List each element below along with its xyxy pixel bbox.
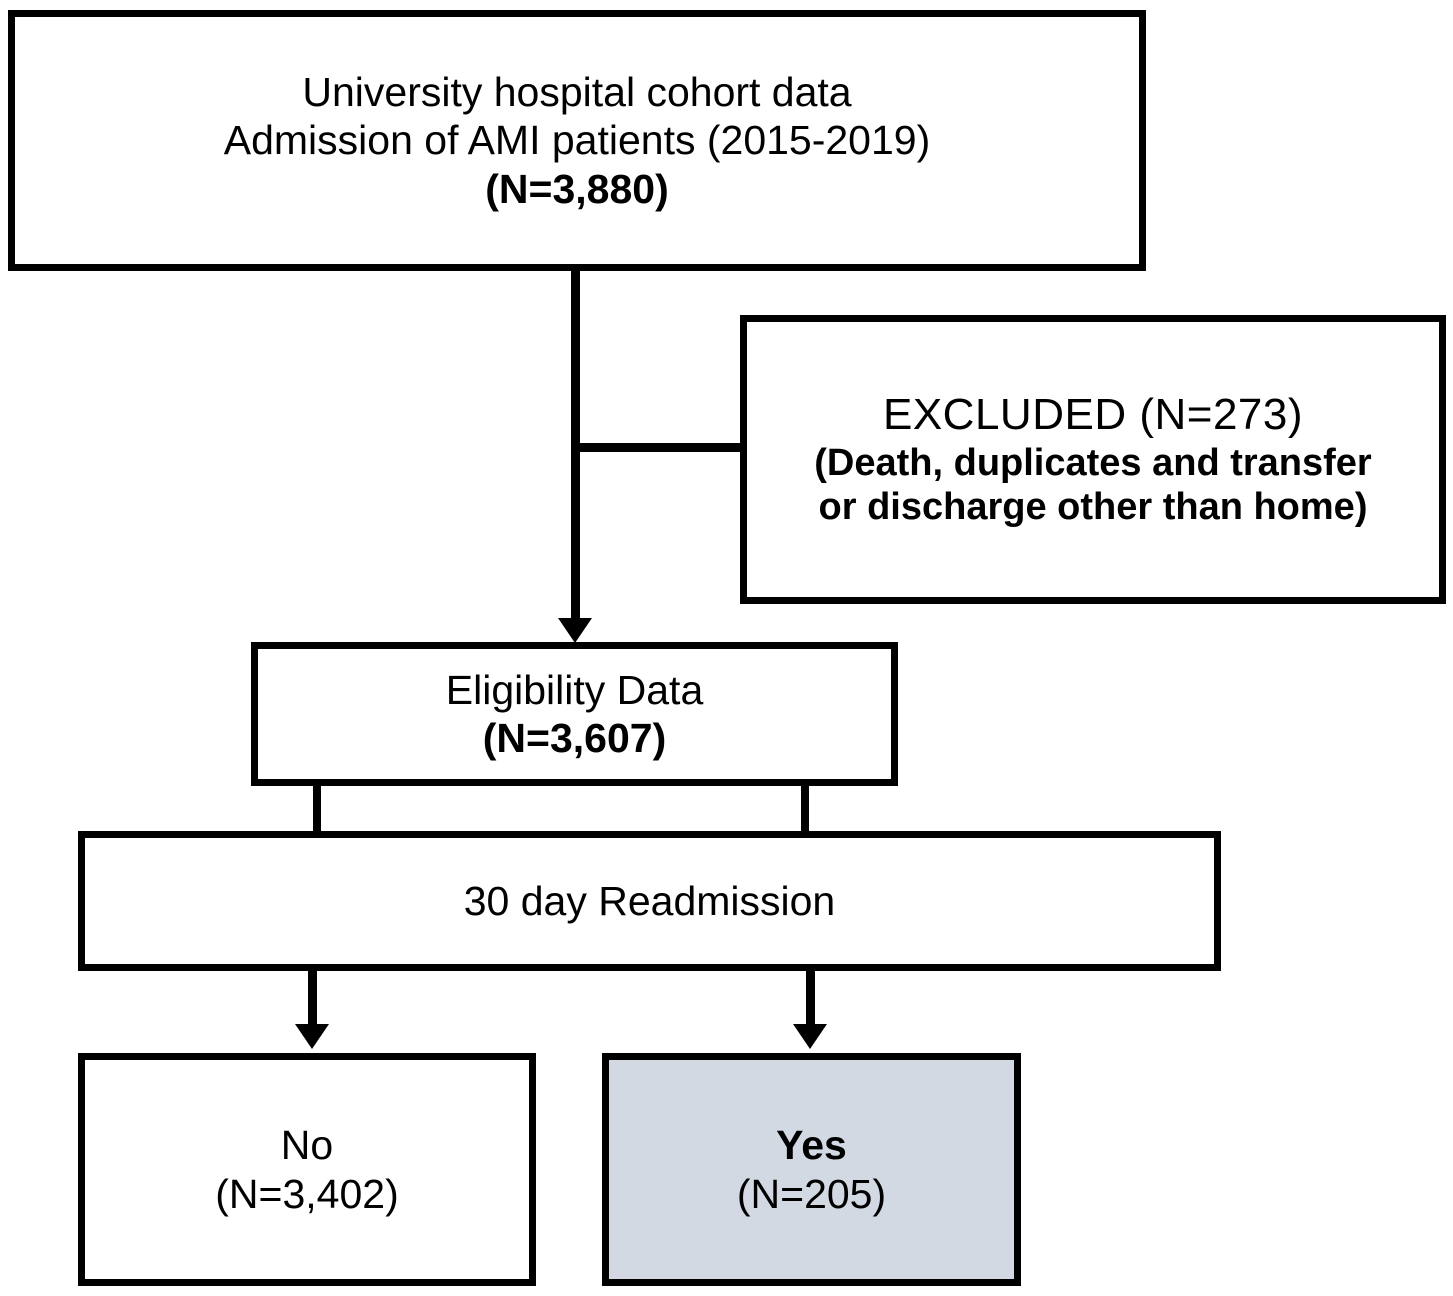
connector-trunk-to-excluded (571, 443, 747, 452)
arrowhead-readmission-to-yes (793, 1024, 827, 1049)
node-source-line1: University hospital cohort data (302, 68, 852, 115)
connector-readmission-to-yes (806, 967, 815, 1030)
node-yes-count: (N=205) (736, 1170, 887, 1217)
node-excluded: EXCLUDED (N=273) (Death, duplicates and … (740, 315, 1446, 604)
node-source-cohort: University hospital cohort data Admissio… (8, 10, 1146, 271)
node-source-line2: Admission of AMI patients (2015-2019) (223, 117, 931, 164)
arrowhead-readmission-to-no (295, 1024, 329, 1049)
node-no-count: (N=3,402) (215, 1170, 399, 1217)
connector-eligibility-right-shoulder (801, 782, 809, 835)
connector-readmission-to-no (308, 967, 317, 1030)
connector-eligibility-left-shoulder (313, 782, 321, 835)
node-excluded-line1: EXCLUDED (N=273) (882, 389, 1304, 439)
node-source-count: (N=3,880) (485, 165, 669, 212)
node-outcome-yes: Yes (N=205) (602, 1053, 1021, 1286)
node-yes-label: Yes (776, 1122, 847, 1169)
node-no-label: No (280, 1122, 334, 1169)
arrowhead-source-to-eligibility (558, 618, 592, 643)
node-eligibility-count: (N=3,607) (482, 715, 667, 761)
node-outcome-no: No (N=3,402) (78, 1053, 536, 1286)
node-excluded-line3: or discharge other than home) (818, 486, 1368, 529)
node-readmission-label: 30 day Readmission (463, 877, 836, 924)
node-30-day-readmission: 30 day Readmission (78, 831, 1221, 971)
node-eligibility-data: Eligibility Data (N=3,607) (251, 642, 898, 786)
node-eligibility-line1: Eligibility Data (445, 666, 704, 713)
node-excluded-line2: (Death, duplicates and transfer (814, 441, 1372, 484)
